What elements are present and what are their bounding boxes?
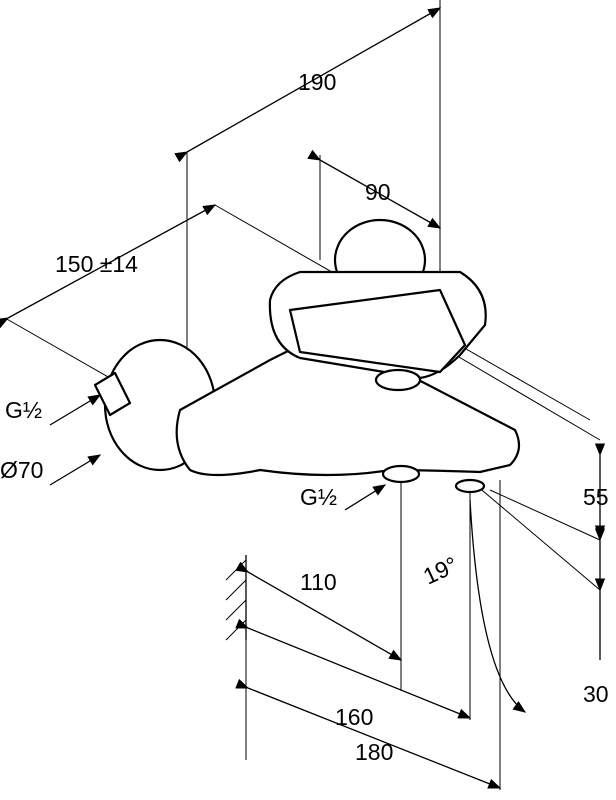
faucet-body — [93, 218, 521, 494]
dim-110-label: 110 — [300, 569, 337, 595]
dim-90-label: 90 — [365, 179, 391, 205]
angle-label: 19° — [419, 551, 462, 589]
rosette-diameter-label: Ø70 — [0, 457, 43, 483]
dim-190-label: 190 — [298, 69, 336, 95]
dim-180-label: 180 — [355, 739, 393, 765]
dimension-vertical — [429, 339, 606, 660]
dimension-projections — [235, 480, 527, 790]
dim-30-label: 30 — [583, 681, 609, 707]
dim-160-label: 160 — [335, 704, 373, 730]
inlet-thread-label: G½ — [5, 397, 42, 423]
outlet-thread-label: G½ — [300, 484, 337, 510]
dim-55-label: 55 — [583, 484, 609, 510]
dim-150-label: 150 ±14 — [55, 251, 138, 277]
wall-hatch — [225, 555, 247, 760]
